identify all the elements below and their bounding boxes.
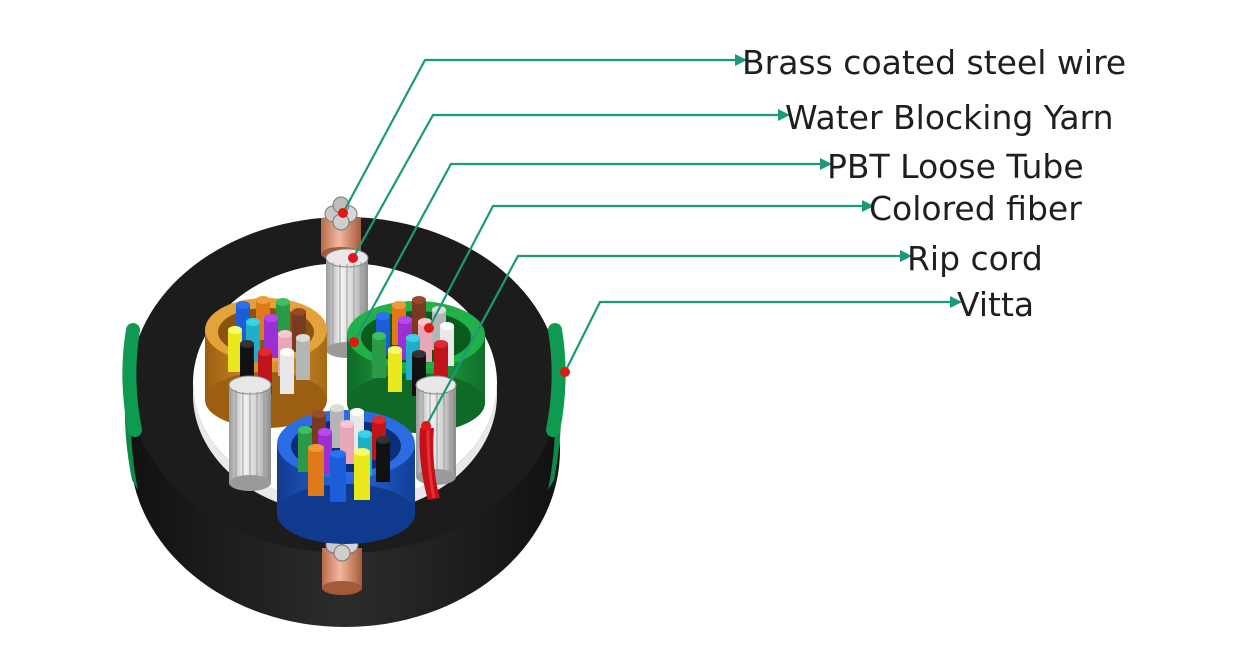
label-brass-steel-wire: Brass coated steel wire	[742, 43, 1126, 82]
arrowhead-pbt-loose-tube	[820, 158, 832, 170]
callout-line-pbt-loose-tube	[353, 162, 820, 343]
callout-line-vitta	[564, 300, 950, 373]
arrowhead-vitta	[950, 296, 962, 308]
arrowhead-colored-fiber	[862, 200, 874, 212]
rip-cord	[419, 428, 440, 500]
callout-labels: Brass coated steel wire Water Blocking Y…	[742, 43, 1126, 324]
label-water-blocking-yarn: Water Blocking Yarn	[785, 98, 1114, 137]
marker-colored-fiber	[424, 323, 434, 333]
label-vitta: Vitta	[957, 285, 1034, 324]
marker-water-blocking-yarn	[348, 253, 358, 263]
water-blocking-yarn-left	[228, 375, 272, 491]
fiber-bundle-blue	[298, 404, 390, 502]
callout-line-brass-steel-wire	[342, 58, 735, 214]
marker-pbt-loose-tube	[349, 337, 359, 347]
callout-line-water-blocking-yarn	[352, 113, 778, 259]
marker-vitta	[560, 367, 570, 377]
callout-line-colored-fiber	[428, 204, 862, 329]
label-colored-fiber: Colored fiber	[869, 189, 1082, 228]
marker-rip-cord	[421, 421, 431, 431]
callout-arrowheads	[735, 54, 962, 308]
marker-brass-steel-wire	[338, 208, 348, 218]
callout-markers	[338, 208, 570, 431]
label-pbt-loose-tube: PBT Loose Tube	[827, 147, 1084, 186]
arrowhead-water-blocking-yarn	[778, 109, 790, 121]
arrowhead-brass-steel-wire	[735, 54, 747, 66]
callout-lines	[342, 58, 950, 427]
arrowhead-rip-cord	[900, 250, 912, 262]
label-rip-cord: Rip cord	[907, 239, 1043, 278]
fiber-bundle-orange	[228, 296, 310, 394]
callout-line-rip-cord	[425, 254, 900, 427]
